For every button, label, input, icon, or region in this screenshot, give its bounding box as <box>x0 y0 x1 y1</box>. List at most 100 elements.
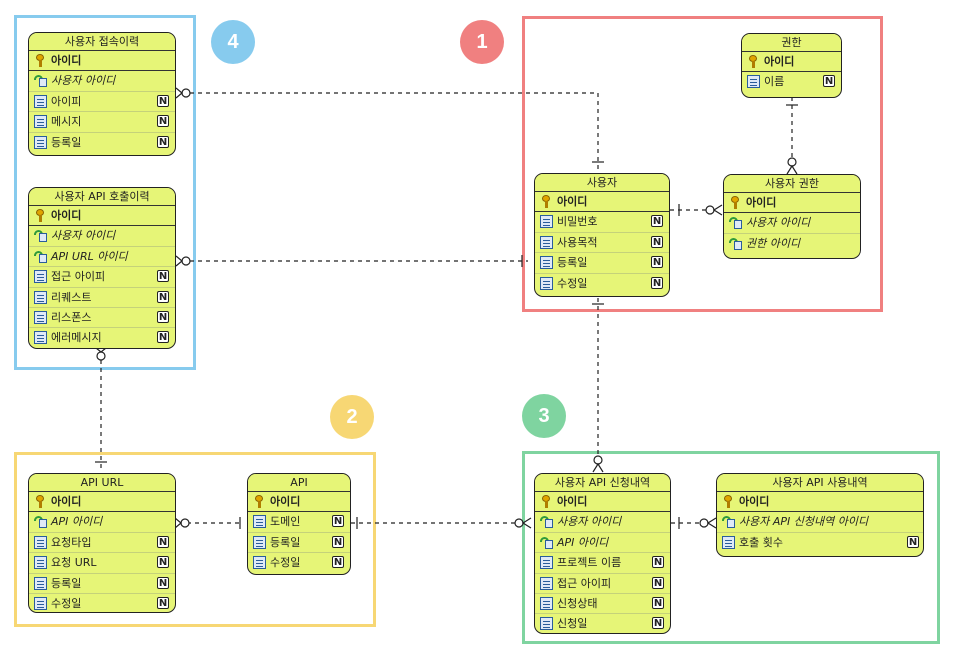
group-badge-1: 1 <box>460 20 504 64</box>
primary-key-row[interactable]: 아이디 <box>535 492 670 513</box>
not-null-icon: N <box>652 556 664 569</box>
column-icon <box>722 535 735 549</box>
rel-access-log-user <box>190 92 599 170</box>
group-badge-4: 4 <box>211 20 255 64</box>
column-name: 프로젝트 이름 <box>557 556 622 570</box>
primary-key-row[interactable]: 아이디 <box>29 492 175 513</box>
column-icon <box>253 556 266 570</box>
primary-key-row[interactable]: 아이디 <box>717 492 923 513</box>
not-null-icon: N <box>652 576 664 589</box>
column-name: 사용자 아이디 <box>557 515 622 529</box>
column-name: 등록일 <box>51 576 82 590</box>
not-null-icon: N <box>157 331 169 344</box>
column-name: 아이디 <box>764 55 795 68</box>
column-name: 아이디 <box>557 195 588 208</box>
primary-key-row[interactable]: 아이디 <box>29 51 175 72</box>
not-null-icon: N <box>651 235 663 248</box>
primary-key-row[interactable]: 아이디 <box>248 492 350 513</box>
primary-key-row[interactable]: 아이디 <box>724 193 860 214</box>
column-icon <box>34 596 47 610</box>
column-name: 아이디 <box>51 495 82 508</box>
not-null-icon: N <box>651 276 663 289</box>
not-null-icon: N <box>907 535 919 548</box>
primary-key-row[interactable]: 아이디 <box>742 52 841 73</box>
column-icon <box>34 135 47 149</box>
foreign-key-row[interactable]: 권한 아이디 <box>724 234 860 253</box>
column-icon <box>540 276 553 290</box>
column-name: 신청일 <box>557 617 588 631</box>
column-row[interactable]: 프로젝트 이름 N <box>535 553 670 574</box>
entity-title: API URL <box>29 474 175 492</box>
foreign-key-icon <box>540 536 553 549</box>
column-name: 등록일 <box>51 135 82 149</box>
column-name: 아이디 <box>739 495 770 508</box>
foreign-key-icon <box>729 237 742 250</box>
not-null-icon: N <box>157 535 169 548</box>
key-icon <box>747 55 760 68</box>
foreign-key-row[interactable]: API 아이디 <box>535 533 670 554</box>
column-name: 사용자 아이디 <box>746 216 811 230</box>
group-box-1 <box>522 16 883 312</box>
foreign-key-row[interactable]: API URL 아이디 <box>29 247 175 268</box>
group-badge-3: 3 <box>522 394 566 438</box>
foreign-key-row[interactable]: 사용자 아이디 <box>724 213 860 234</box>
column-name: 신청상태 <box>557 596 598 610</box>
entity-title: 사용자 접속이력 <box>29 33 175 51</box>
foreign-key-row[interactable]: 사용자 API 신청내역 아이디 <box>717 512 923 533</box>
column-name: 아이피 <box>51 94 82 108</box>
column-name: 리퀘스트 <box>51 290 92 304</box>
foreign-key-row[interactable]: 사용자 아이디 <box>29 226 175 247</box>
column-name: 접근 아이피 <box>51 270 106 284</box>
column-name: 아이디 <box>51 54 82 67</box>
not-null-icon: N <box>157 556 169 569</box>
primary-key-row[interactable]: 아이디 <box>29 206 175 227</box>
key-icon <box>34 209 47 222</box>
column-icon <box>540 256 553 270</box>
primary-key-row[interactable]: 아이디 <box>535 192 669 213</box>
foreign-key-row[interactable]: 사용자 아이디 <box>535 512 670 533</box>
column-name: 등록일 <box>557 256 588 270</box>
column-name: 요청 URL <box>51 556 97 570</box>
column-icon <box>253 535 266 549</box>
column-row[interactable]: 요청 URL N <box>29 553 175 574</box>
foreign-key-row[interactable]: API 아이디 <box>29 512 175 533</box>
foreign-key-icon <box>34 250 47 263</box>
key-icon <box>722 495 735 508</box>
not-null-icon: N <box>157 115 169 128</box>
key-icon <box>34 495 47 508</box>
column-icon <box>34 331 47 345</box>
foreign-key-row[interactable]: 사용자 아이디 <box>29 71 175 92</box>
column-name: API 아이디 <box>51 515 103 529</box>
